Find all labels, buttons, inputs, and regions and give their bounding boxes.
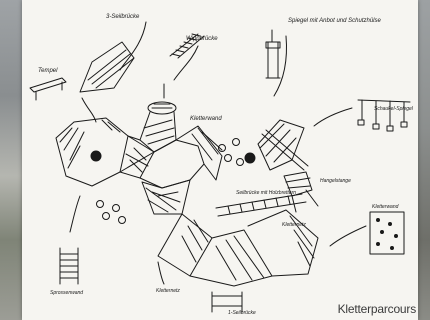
bottom-bridge-drawing: [211, 291, 243, 313]
playground-sketch: 3-Seilbrücke Wippbrücke Spiegel mit Anbo…: [29, 14, 414, 316]
label-stairs: Wippbrücke: [186, 36, 218, 42]
label-bottom-center: Kletternetz: [156, 288, 180, 294]
sketch-paper: 3-Seilbrücke Wippbrücke Spiegel mit Anbo…: [22, 0, 418, 320]
bench-drawing: [29, 77, 67, 101]
pole-drawing: [265, 29, 281, 79]
right-platform-drawing: [244, 119, 319, 213]
rung-ladder-drawing: [59, 247, 79, 285]
label-middle-bridge: Seilbrücke mit Holzbrettern: [236, 190, 296, 196]
caption: Kletterparcours: [324, 298, 418, 320]
middle-bridge-drawing: [215, 129, 309, 217]
swing-frame-drawing: [357, 99, 411, 132]
label-left-bottom: Sprossenwand: [50, 290, 83, 296]
three-rope-bridge-drawing: [79, 41, 135, 93]
climbing-wall-drawing: [369, 211, 405, 255]
label-top-center: Kletterwand: [190, 116, 222, 122]
top-tower-drawing: [139, 101, 177, 153]
center-structure-drawing: [119, 125, 223, 215]
annotation-arrows: [69, 21, 367, 285]
label-pole: Spiegel mit Anbot und Schutzhülse: [288, 18, 381, 24]
stairs-drawing: [169, 33, 205, 59]
label-top-left-element: 3-Seilbrücke: [106, 14, 140, 20]
label-swings: Schaukel-Spiegel: [374, 106, 414, 112]
label-bottom-bridge: 1-Seilbrücke: [228, 310, 256, 316]
label-right-wall: Kletterwand: [372, 204, 399, 210]
label-right-net: Kletternetz: [282, 222, 306, 228]
left-platform-drawing: [55, 117, 129, 187]
label-right-horizontal: Hangelstange: [320, 178, 351, 184]
lower-structures-drawing: [157, 209, 319, 287]
stepping-posts-drawing: [96, 138, 244, 224]
label-left-platform: Tempel: [38, 68, 58, 74]
